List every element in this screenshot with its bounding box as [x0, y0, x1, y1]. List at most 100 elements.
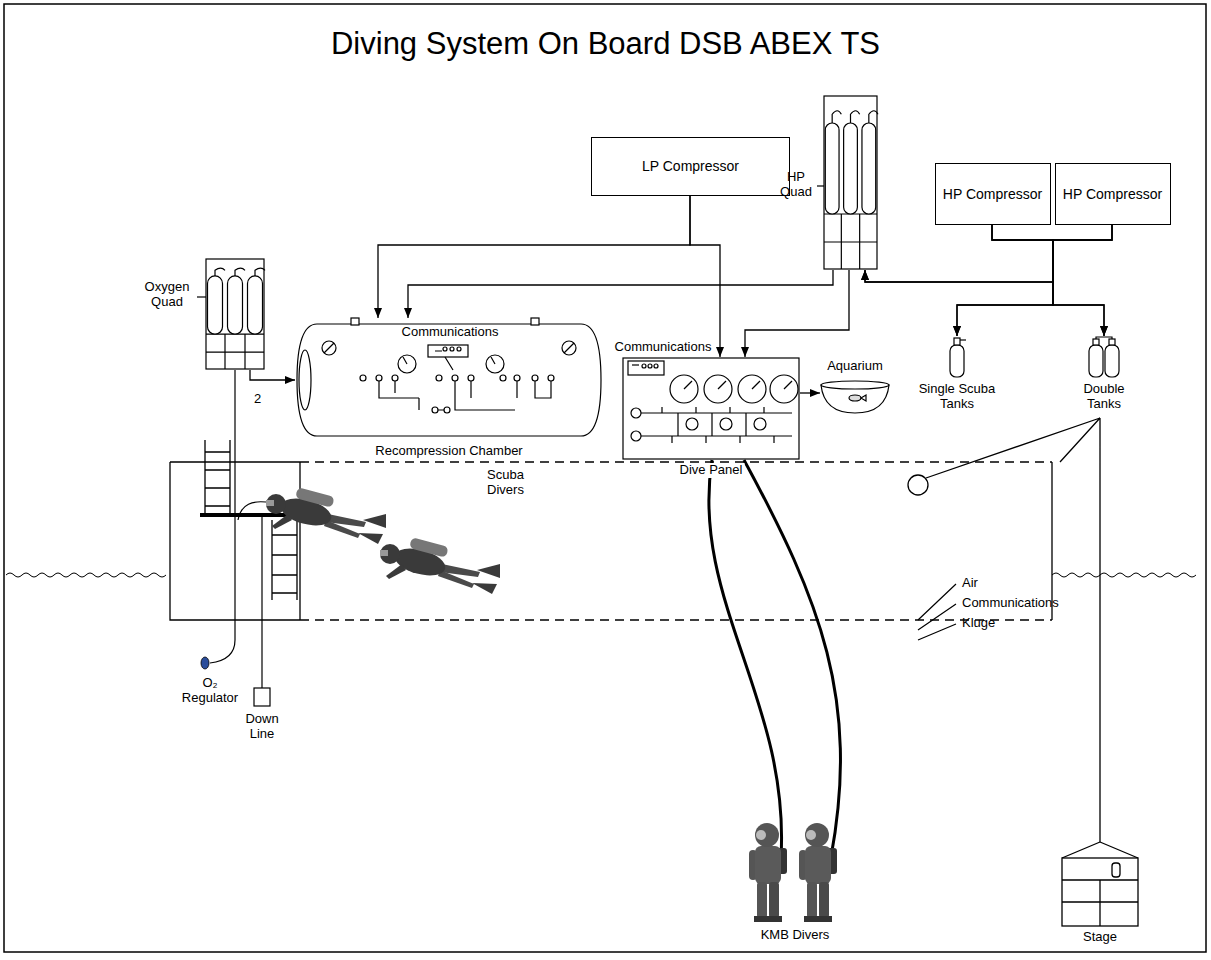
down-line: [254, 515, 270, 706]
tank1-outline: [950, 345, 964, 377]
pipe-connector: [745, 270, 849, 357]
umbilical-hose: [709, 460, 841, 857]
chamber-outline: [379, 381, 551, 410]
panel-outline: [622, 357, 800, 460]
node-label: Double Tanks: [1074, 382, 1134, 412]
part-label: Communications: [962, 596, 1059, 611]
chamber-outline: [297, 324, 601, 436]
chamber-outline: [398, 355, 416, 373]
ladder: [272, 520, 297, 600]
quad-outline: [844, 123, 858, 214]
equipment-tank2: Double Tanks: [1086, 336, 1122, 378]
chamber-outline: [444, 407, 450, 413]
chamber-outline: [376, 375, 382, 381]
part-label: KMB Divers: [745, 928, 845, 943]
panel-outline: [784, 381, 792, 389]
chamber-outline: [450, 347, 454, 351]
tank2-outline: [1109, 339, 1115, 345]
node-label: HP Compressor: [943, 186, 1042, 202]
panel-outline: [718, 381, 726, 389]
panel-outline: [642, 364, 646, 368]
chamber-outline: [514, 375, 520, 381]
tank1-outline: [960, 339, 966, 340]
bowl-outline: [849, 395, 861, 401]
equipment-quad: HP Quad: [823, 95, 878, 270]
down-line: [261, 515, 262, 688]
waterline: [1052, 573, 1196, 577]
panel-outline: [752, 381, 760, 389]
ladder: [205, 440, 230, 515]
node-label: Recompression Chamber: [373, 444, 524, 459]
tank1-outline: [954, 338, 960, 345]
crane: [926, 418, 1100, 842]
equipment-panel: Dive Panel: [622, 357, 800, 460]
panel-outline: [770, 375, 798, 403]
chamber-outline: [531, 318, 539, 325]
diagram-title: Diving System On Board DSB ABEX TS: [0, 26, 1211, 62]
boat-hull: [170, 462, 1052, 620]
node-label: Oxygen Quad: [141, 280, 193, 310]
stage-basket: [1062, 842, 1138, 926]
panel-outline: [623, 358, 799, 459]
waterline: [6, 573, 1196, 577]
panel-outline: [720, 418, 732, 430]
pipe-connector: [992, 225, 1104, 336]
chamber-outline: [564, 343, 574, 353]
tank2-outline: [1093, 339, 1099, 345]
chamber-outline: [486, 355, 504, 373]
node-label: HP Compressor: [1063, 186, 1162, 202]
tank1-outline: [944, 336, 970, 378]
pipe-connector: [865, 225, 1112, 282]
part-label: Kluge: [962, 616, 995, 631]
panel-outline: [686, 418, 698, 430]
chamber-outline: [562, 341, 576, 355]
panel-outline: [670, 375, 698, 403]
down-line: [254, 688, 270, 706]
boat-hull: [170, 462, 1052, 620]
compressor-box: HP Compressor: [935, 163, 1051, 225]
quad-outline: [235, 268, 245, 276]
quad-outline: [228, 276, 243, 334]
compressor-box: LP Compressor: [591, 137, 790, 196]
node-label: LP Compressor: [642, 158, 739, 174]
panel-outline: [684, 381, 692, 389]
quad-outline: [825, 123, 839, 214]
bowl-outline: [821, 381, 889, 389]
chamber-outline: [428, 345, 468, 357]
chamber-outline: [532, 375, 538, 381]
stage-basket: [1062, 858, 1138, 926]
chamber-outline: [443, 347, 447, 351]
frame: [4, 4, 1206, 952]
scuba-diver: [380, 537, 500, 594]
tank2-outline: [1089, 345, 1103, 377]
stage-basket: [1062, 880, 1138, 926]
panel-outline: [648, 364, 652, 368]
tank2-outline: [1096, 337, 1112, 339]
chamber-outline: [324, 343, 334, 353]
oxygen-hose: [210, 370, 272, 663]
part-label: O₂ Regulator: [178, 676, 242, 706]
pipe-connector: [250, 370, 295, 380]
part-label: Communications: [395, 325, 505, 340]
chamber-outline: [432, 407, 438, 413]
node-label: Single Scuba Tanks: [915, 382, 999, 412]
quad-outline: [832, 111, 841, 123]
quad-outline: [215, 268, 225, 276]
pipe-connector: [957, 225, 1112, 336]
chamber-outline: [457, 347, 461, 351]
quad-outline: [206, 259, 264, 369]
kmb-diver: [749, 823, 787, 922]
chamber-outline: [403, 357, 407, 364]
pipe-connector: [957, 225, 1053, 336]
part-label: Scuba Divers: [478, 468, 533, 498]
panel-outline: [704, 375, 732, 403]
stage-basket: [1062, 842, 1138, 858]
equipment-tank1: Single Scuba Tanks: [944, 336, 970, 378]
equipment-quad: Oxygen Quad: [205, 258, 265, 370]
quad-outline: [205, 258, 265, 370]
quad-outline: [248, 276, 263, 334]
chamber-outline: [500, 375, 506, 381]
